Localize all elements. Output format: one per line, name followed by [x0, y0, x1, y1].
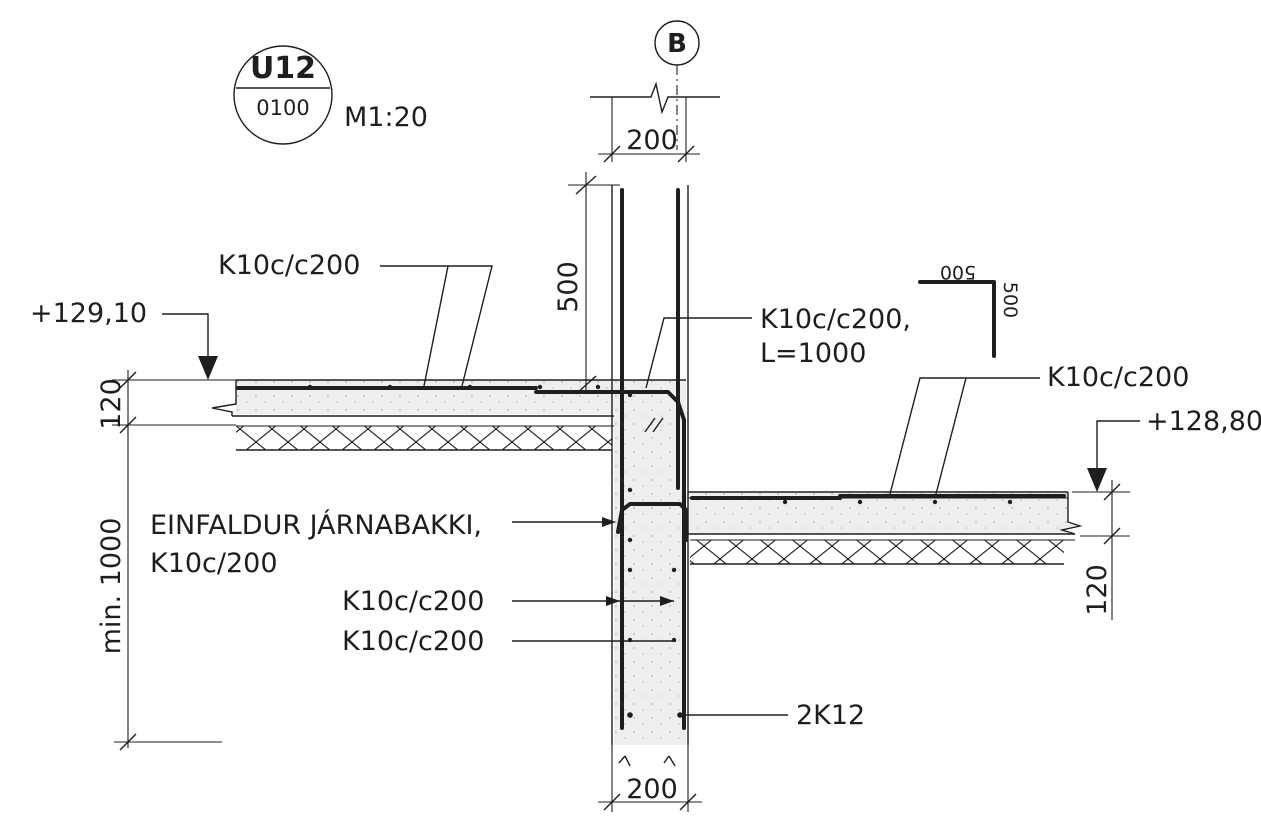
lower-slab-thickness: 120	[1082, 564, 1113, 616]
chair-bar	[616, 502, 688, 542]
upper-level-arrow-icon	[198, 356, 218, 380]
wall-width-top-dimension: 200	[598, 97, 700, 163]
chair-label-line1: EINFALDUR JÁRNABAKKI,	[150, 509, 482, 541]
upper-level-value: +129,10	[30, 298, 147, 329]
chair-label-line2: K10c/200	[150, 548, 278, 579]
chair-callout: EINFALDUR JÁRNABAKKI, K10c/200	[150, 509, 616, 579]
wall-bars-label-2: K10c/c200	[342, 626, 484, 657]
bar-shape-line	[918, 280, 996, 358]
wall-bars-label-1: K10c/c200	[342, 586, 484, 617]
lower-slab-mesh-label: K10c/c200	[1047, 362, 1189, 393]
bottom-bars-label: 2K12	[796, 700, 865, 731]
upper-level-marker: +129,10	[30, 298, 218, 380]
wall-width-bottom-dimension: 200	[598, 745, 702, 812]
lower-level-marker: +128,80	[1087, 406, 1261, 492]
corner-bar-callout: K10c/c200, L=1000	[645, 304, 911, 389]
upper-slab-mesh-label: K10c/c200	[218, 250, 360, 281]
bottom-bars-callout: 2K12	[682, 700, 865, 731]
bar-shape-horizontal-leg: 500	[940, 261, 976, 283]
lap-height-dimension: 500	[553, 172, 620, 395]
grid-axis-marker: B	[654, 20, 700, 150]
wall-width-bottom: 200	[626, 774, 678, 805]
reinforcement	[236, 188, 1066, 730]
upper-slab-thickness: 120	[96, 378, 127, 430]
concrete-section	[236, 380, 1080, 745]
upper-slab-thickness-dimension: 120	[96, 370, 236, 435]
lower-level-arrow-icon	[1087, 468, 1107, 492]
lower-level-value: +128,80	[1146, 406, 1261, 437]
sheet-number: 0100	[256, 96, 309, 120]
upper-slab-break	[211, 380, 237, 416]
bar-shape-vertical-leg: 500	[999, 282, 1021, 318]
transverse-bars	[307, 384, 1013, 718]
corner-bar-label-line1: K10c/c200,	[760, 304, 911, 335]
wall-break-line	[590, 81, 720, 115]
scale-label: M1:20	[344, 102, 428, 133]
detail-circle	[233, 45, 333, 145]
lower-slab-break	[1059, 492, 1083, 535]
detail-id: U12	[250, 51, 316, 86]
corner-bar-label-line2: L=1000	[760, 338, 866, 369]
wall-width-top: 200	[626, 125, 678, 156]
upper-soil-hatch	[236, 426, 612, 450]
lower-slab-mesh-callout: K10c/c200	[889, 362, 1189, 495]
bar-shape-sketch: 500 500	[918, 261, 1021, 358]
foundation-depth-dimension: min. 1000	[96, 425, 222, 751]
grid-axis-label: B	[667, 29, 687, 59]
wall-bars-callout-2: K10c/c200	[342, 626, 676, 657]
foundation-depth-value: min. 1000	[96, 518, 127, 655]
lower-soil-hatch	[690, 540, 1064, 564]
upper-slab-mesh-callout: K10c/c200	[218, 250, 493, 387]
wall-bars-callout-1: K10c/c200	[342, 586, 674, 617]
detail-title-block: U12 0100 M1:20	[233, 45, 428, 145]
lap-height-value: 500	[553, 261, 584, 313]
lower-slab-thickness-dimension: 120	[1072, 480, 1130, 620]
